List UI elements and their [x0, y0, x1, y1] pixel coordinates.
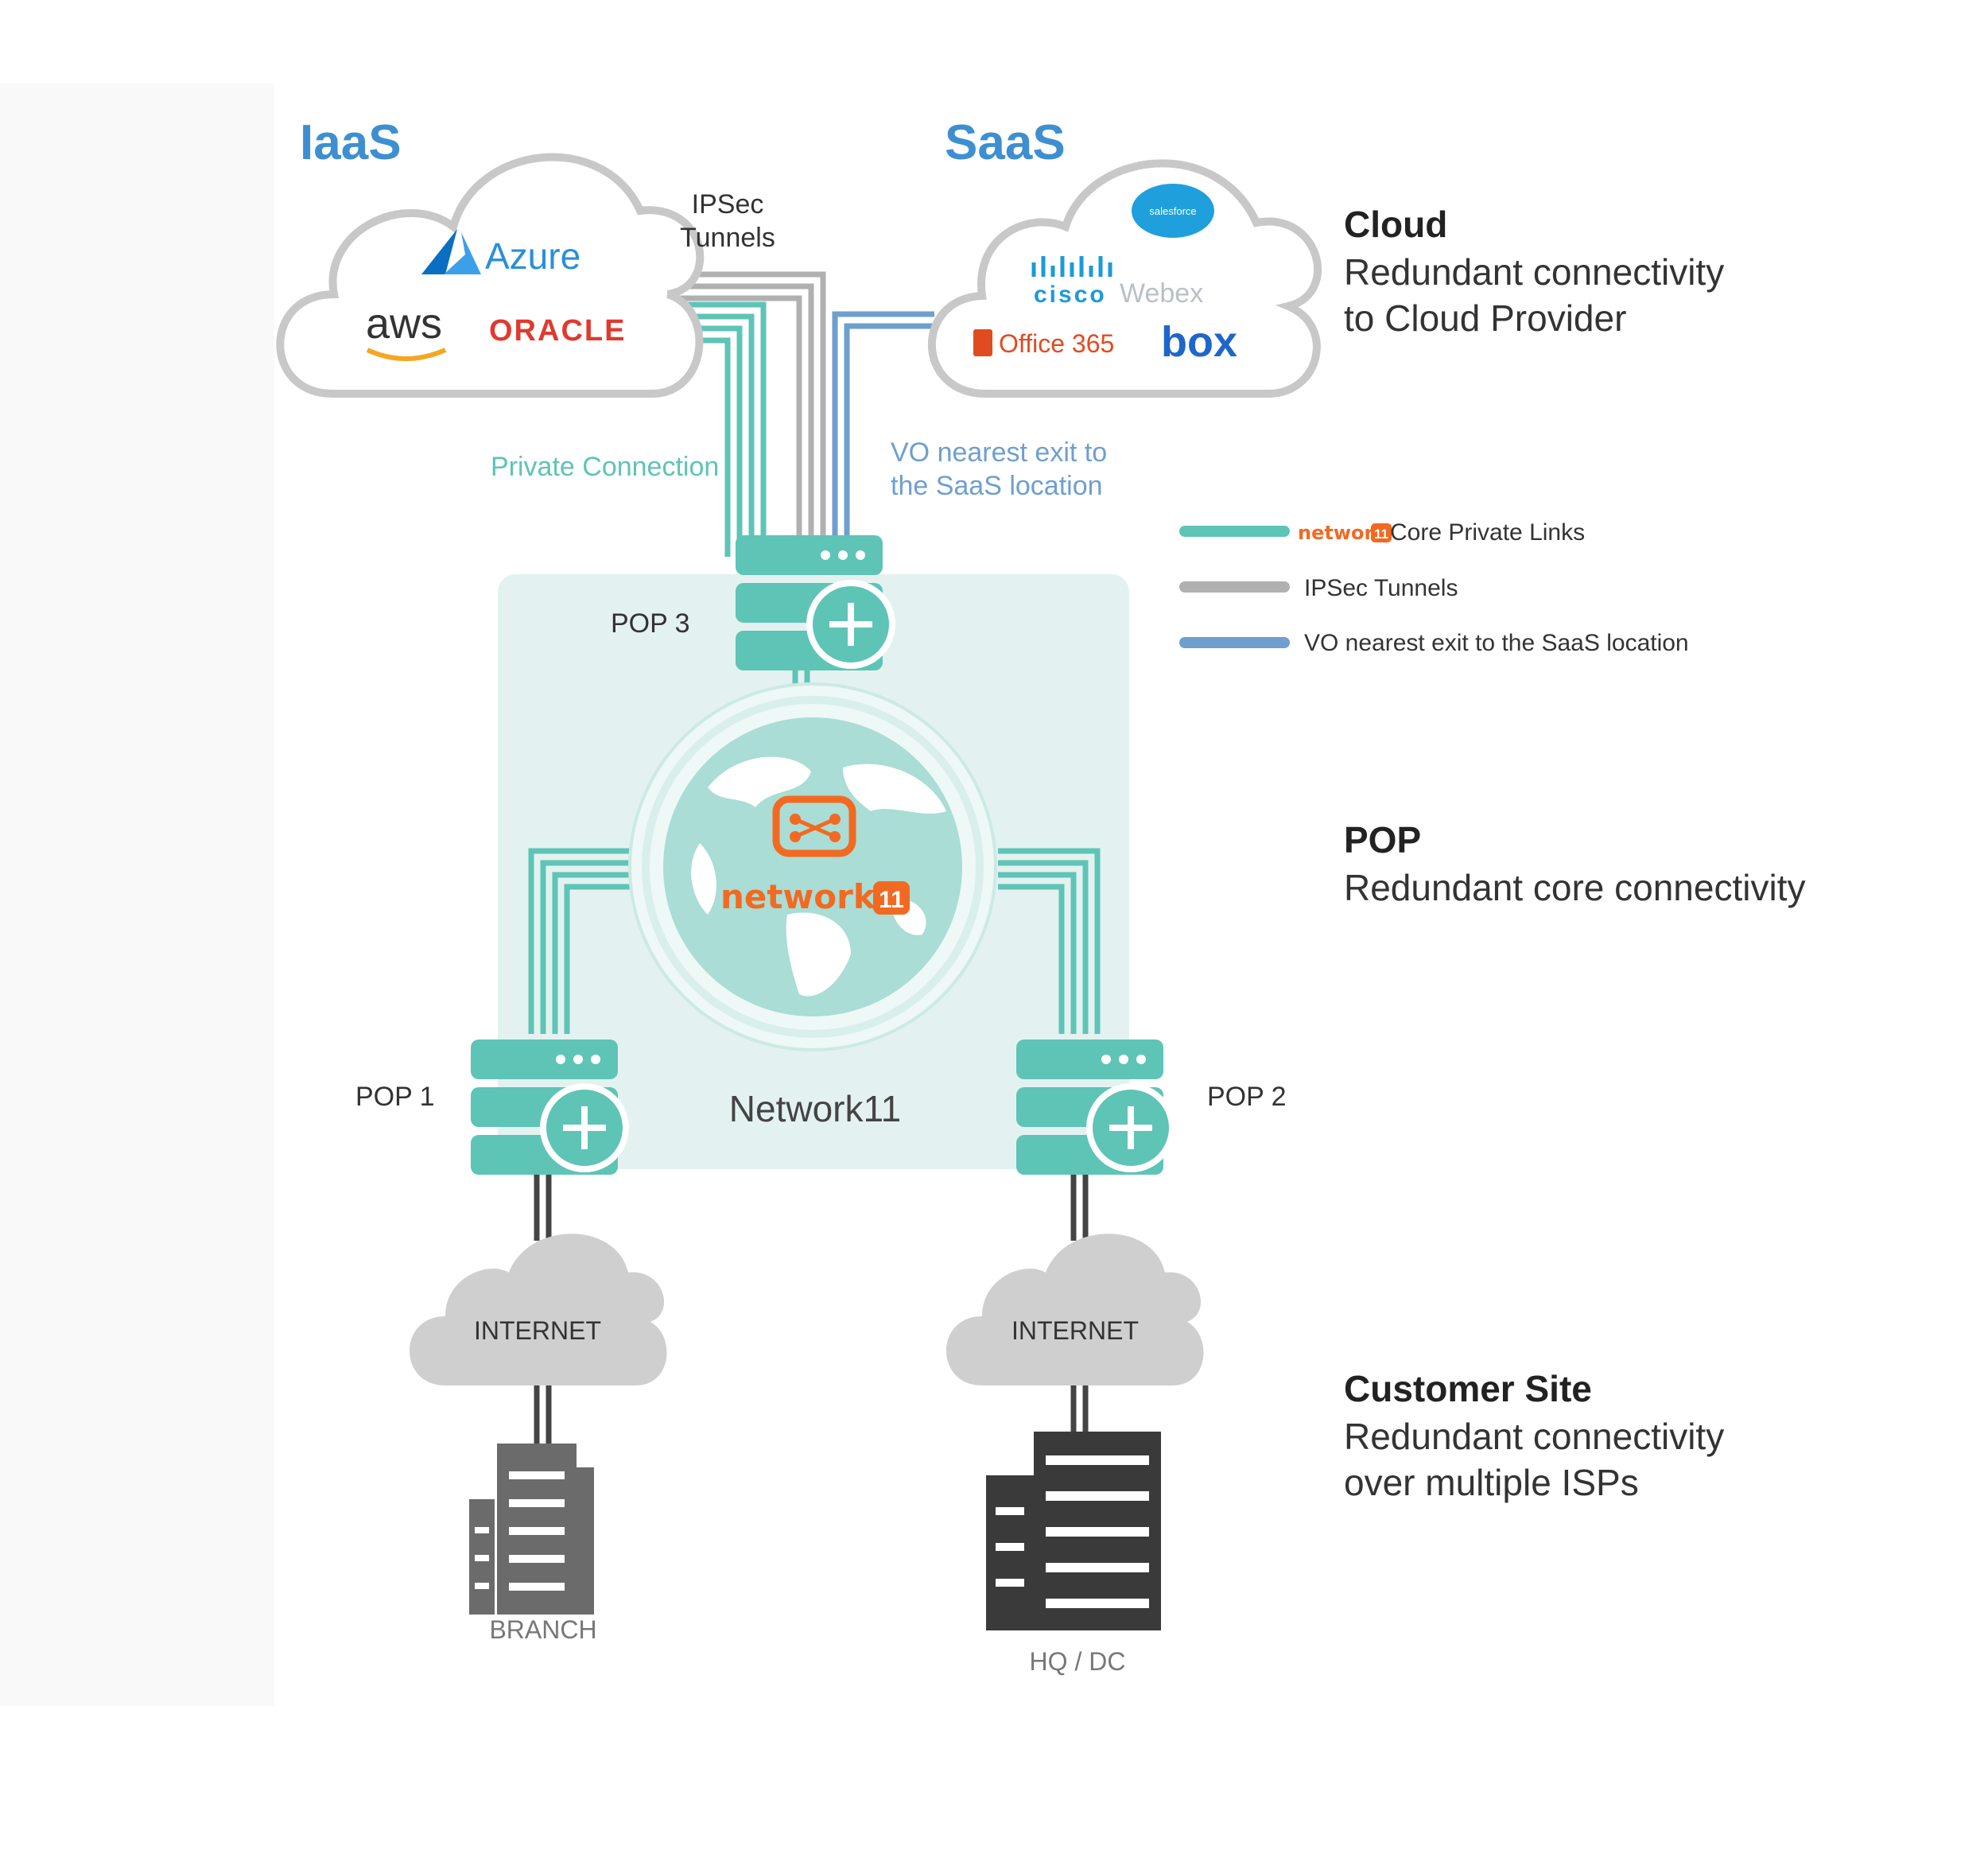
globe-icon	[628, 682, 997, 1051]
oracle-label: ORACLE	[489, 314, 626, 348]
pop1-server-icon	[471, 1039, 629, 1175]
azure-logo-icon	[421, 229, 481, 274]
network11-logo-icon	[772, 795, 856, 857]
tier-pop-line1: Redundant core connectivity	[1344, 867, 1805, 908]
network11-logo-badge: 11	[879, 887, 904, 913]
legend-brand-badge: 11	[1374, 527, 1388, 542]
office365-label: Office 365	[999, 329, 1114, 358]
vo-label-line1: VO nearest exit to	[891, 437, 1107, 468]
branch-building-icon	[469, 1444, 594, 1615]
pop3-label: POP 3	[611, 608, 690, 639]
iaas-cloud	[276, 153, 705, 398]
aws-smile-icon	[366, 348, 447, 361]
private-connection-label: Private Connection	[491, 452, 719, 482]
salesforce-logo-icon	[1132, 184, 1214, 238]
aws-label: aws	[366, 300, 442, 348]
vo-label-line2: the SaaS location	[891, 471, 1103, 501]
tier-customer-line2: over multiple ISPs	[1344, 1462, 1639, 1503]
vo-nearest-exit-links	[832, 311, 934, 557]
cisco-logo-icon	[1031, 256, 1112, 277]
pop2-server-icon	[1016, 1039, 1175, 1175]
network11-logo-badge-icon	[873, 881, 910, 915]
internet-cloud-left-icon	[410, 1234, 667, 1385]
left-margin-band	[0, 84, 274, 1706]
cisco-label: cisco	[1034, 282, 1107, 308]
ipsec-label-line2: Tunnels	[680, 223, 775, 253]
tier-customer-title: Customer Site	[1344, 1368, 1592, 1409]
azure-label: Azure	[485, 235, 580, 277]
iaas-heading: IaaS	[300, 115, 402, 170]
hq-label: HQ / DC	[1030, 1647, 1126, 1676]
legend: network 11 Core Private Links IPSec Tunn…	[1179, 519, 1689, 656]
ipsec-tunnel-links	[664, 271, 826, 557]
internet-cloud-right-icon	[946, 1234, 1204, 1385]
office365-logo-icon	[973, 329, 992, 356]
tier-cloud-line2: to Cloud Provider	[1344, 297, 1626, 339]
legend-ipsec-label: IPSec Tunnels	[1304, 575, 1458, 601]
tier-pop-title: POP	[1344, 819, 1421, 861]
box-label: box	[1161, 318, 1237, 366]
pop2-label: POP 2	[1207, 1082, 1287, 1112]
hq-building-icon	[986, 1432, 1161, 1630]
pop3-server-icon	[736, 535, 895, 670]
saas-cloud	[927, 159, 1322, 398]
network11-name: Network11	[729, 1088, 901, 1129]
saas-heading: SaaS	[945, 115, 1066, 170]
legend-brand-badge-icon	[1371, 523, 1392, 542]
tier-customer-line1: Redundant connectivity	[1344, 1416, 1724, 1457]
ipsec-label-line1: IPSec	[692, 189, 764, 220]
branch-label: BRANCH	[489, 1615, 596, 1644]
tier-cloud-line1: Redundant connectivity	[1344, 251, 1724, 293]
legend-vo-label: VO nearest exit to the SaaS location	[1304, 630, 1689, 656]
internet-right-label: INTERNET	[1011, 1316, 1139, 1345]
pop1-label: POP 1	[355, 1082, 435, 1112]
tier-cloud-title: Cloud	[1344, 204, 1447, 245]
internet-left-label: INTERNET	[474, 1316, 601, 1345]
network11-logo-text: network	[720, 877, 876, 916]
legend-core-label: Core Private Links	[1390, 519, 1585, 546]
globe-pop1-links	[528, 848, 632, 1034]
globe-pop2-links	[998, 848, 1101, 1034]
salesforce-label: salesforce	[1149, 205, 1196, 217]
webex-label: Webex	[1120, 278, 1203, 309]
